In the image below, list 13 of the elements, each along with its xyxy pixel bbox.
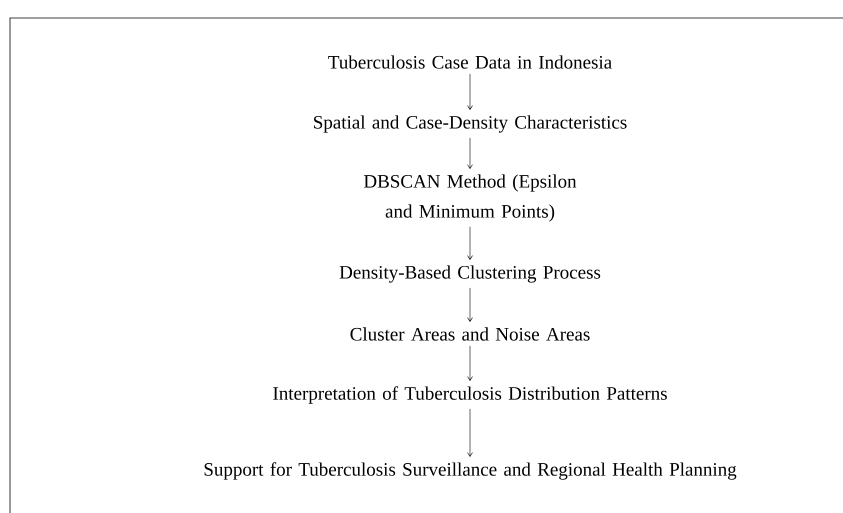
step-text: Spatial and Case-Density Characteristics — [314, 115, 627, 133]
arrow — [467, 138, 473, 170]
arrow — [467, 226, 473, 260]
step-text: Interpretation of Tuberculosis Distribution Patterns — [273, 386, 667, 404]
step-text: DBSCAN Method (Epsilon and Minimum Points) — [364, 174, 576, 222]
arrow — [467, 288, 473, 322]
step-text: Density-Based Clustering Process — [340, 265, 600, 283]
arrow — [467, 408, 473, 458]
step-text: Tuberculosis Case Data in Indonesia — [328, 55, 612, 69]
arrow — [467, 74, 473, 110]
arrow — [467, 346, 473, 382]
step-text: Cluster Areas and Noise Areas — [350, 327, 590, 341]
step-text: Support for Tuberculosis Surveillance and Regional Health Planning — [204, 462, 736, 480]
